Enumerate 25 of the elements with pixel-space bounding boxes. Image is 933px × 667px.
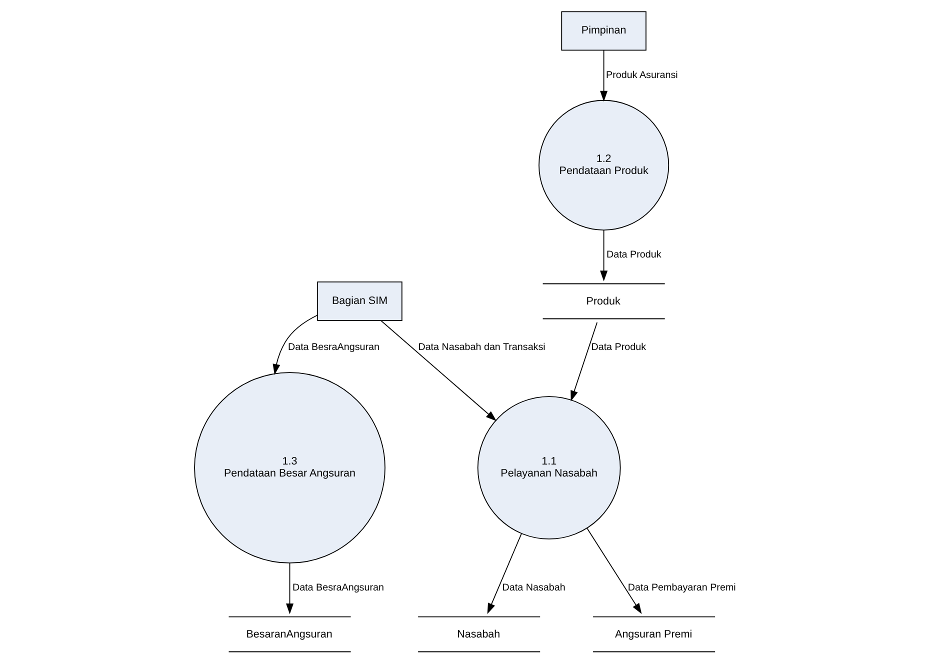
arrow [570, 322, 598, 402]
arrow [380, 320, 497, 422]
arrow [600, 50, 608, 102]
node-box: Bagian SIM [317, 282, 402, 321]
node-text: BesaranAngsuran [246, 628, 332, 640]
node-text: Produk [586, 295, 620, 308]
arrow [272, 314, 318, 375]
arrow [286, 562, 294, 614]
edge-label: Data BesraAngsuran [292, 582, 384, 594]
edge-label: Data BesraAngsuran [288, 342, 380, 353]
node-circle: 1.1 Pelayanan Nasabah [477, 396, 621, 540]
node-circle: 1.2 Pendataan Produk [538, 100, 670, 230]
arrow [586, 528, 642, 614]
edge-label: Produk Asuransi [606, 70, 678, 81]
edge-label: Data Produk [591, 342, 646, 353]
node-text: Nasabah [457, 628, 500, 640]
arrow [600, 230, 608, 282]
node-text: Angsuran Premi [615, 628, 692, 640]
node-box: Pimpinan [561, 11, 646, 51]
arrow [487, 533, 522, 614]
edge-label: Data Nasabah [502, 582, 566, 594]
edge-label: Data Pembayaran Premi [628, 582, 736, 594]
node-circle: 1.3 Pendataan Besar Angsuran [194, 372, 386, 564]
edge-label: Data Nasabah dan Transaksi [418, 342, 546, 353]
edge-label: Data Produk [606, 250, 662, 261]
